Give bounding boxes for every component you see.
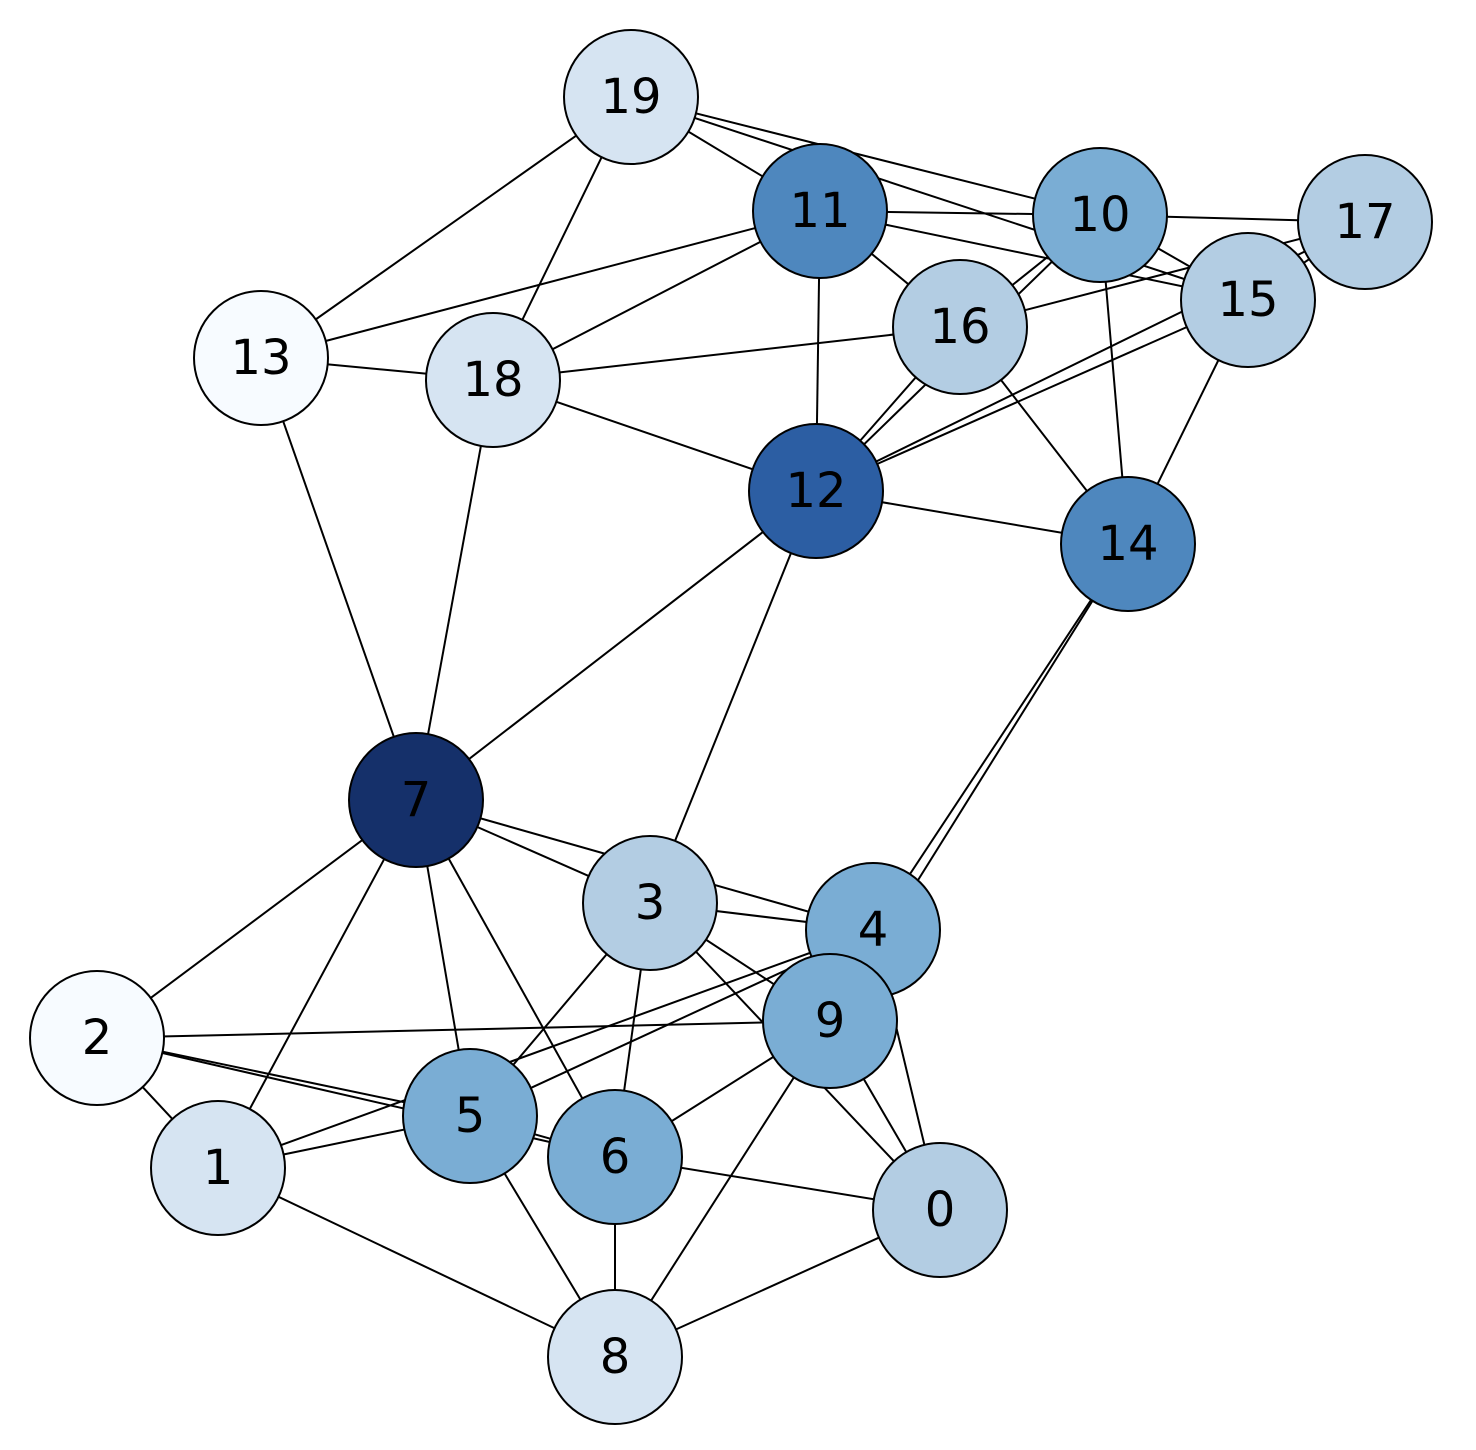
edge-12-7 [415, 490, 817, 801]
edge-11-15 [819, 210, 1249, 301]
node-circle-2 [29, 970, 165, 1106]
node-circle-8 [547, 1289, 683, 1425]
node-0: 0 [872, 1142, 1008, 1278]
node-circle-10 [1032, 147, 1168, 283]
node-9: 9 [762, 953, 898, 1089]
node-17: 17 [1297, 154, 1433, 290]
node-label-16: 16 [929, 299, 990, 355]
edge-17-16 [959, 221, 1366, 328]
edge-13-11 [260, 210, 821, 359]
edge-1-8 [217, 1167, 616, 1358]
edge-19-13 [260, 96, 632, 359]
node-7: 7 [348, 732, 484, 868]
node-circle-17 [1297, 154, 1433, 290]
edge-9-2 [96, 1020, 831, 1039]
node-label-0: 0 [925, 1182, 956, 1238]
node-label-17: 17 [1334, 194, 1395, 250]
edge-13-7 [260, 357, 417, 801]
node-circle-9 [762, 953, 898, 1089]
node-label-11: 11 [789, 183, 850, 239]
node-label-5: 5 [455, 1088, 486, 1144]
edge-19-15 [630, 96, 1249, 301]
node-circle-11 [752, 143, 888, 279]
node-label-2: 2 [82, 1010, 113, 1066]
node-label-19: 19 [600, 69, 661, 125]
node-label-7: 7 [401, 772, 432, 828]
edges-layer [96, 96, 1366, 1358]
edge-19-10 [630, 96, 1101, 216]
node-circle-19 [563, 29, 699, 165]
edge-4-1 [217, 929, 874, 1169]
node-label-9: 9 [815, 993, 846, 1049]
node-circle-14 [1060, 476, 1196, 612]
node-10: 10 [1032, 147, 1168, 283]
node-circle-12 [748, 423, 884, 559]
node-label-4: 4 [858, 902, 889, 958]
node-circle-18 [425, 312, 561, 448]
node-label-8: 8 [600, 1329, 631, 1385]
node-14: 14 [1060, 476, 1196, 612]
node-19: 19 [563, 29, 699, 165]
node-label-3: 3 [635, 875, 666, 931]
node-6: 6 [547, 1089, 683, 1225]
node-circle-3 [582, 835, 718, 971]
node-label-14: 14 [1097, 516, 1158, 572]
node-15: 15 [1180, 232, 1316, 368]
edge-12-3 [649, 490, 817, 904]
node-16: 16 [892, 259, 1028, 395]
node-5: 5 [402, 1048, 538, 1184]
edge-15-12 [815, 299, 1249, 492]
node-label-13: 13 [230, 330, 291, 386]
edge-7-1 [217, 799, 417, 1169]
node-circle-15 [1180, 232, 1316, 368]
node-label-12: 12 [785, 463, 846, 519]
node-circle-5 [402, 1048, 538, 1184]
node-circle-7 [348, 732, 484, 868]
edge-14-4 [872, 543, 1129, 931]
node-12: 12 [748, 423, 884, 559]
node-11: 11 [752, 143, 888, 279]
node-2: 2 [29, 970, 165, 1106]
node-13: 13 [193, 290, 329, 426]
node-label-18: 18 [462, 352, 523, 408]
node-label-1: 1 [203, 1140, 234, 1196]
node-circle-1 [150, 1100, 286, 1236]
node-8: 8 [547, 1289, 683, 1425]
node-circle-0 [872, 1142, 1008, 1278]
node-1: 1 [150, 1100, 286, 1236]
edge-18-7 [415, 379, 494, 801]
node-circle-16 [892, 259, 1028, 395]
edge-7-6 [415, 799, 616, 1158]
node-18: 18 [425, 312, 561, 448]
node-circle-13 [193, 290, 329, 426]
edge-18-16 [492, 326, 961, 381]
node-label-10: 10 [1069, 187, 1130, 243]
node-label-6: 6 [600, 1129, 631, 1185]
node-label-15: 15 [1217, 272, 1278, 328]
node-circle-6 [547, 1089, 683, 1225]
node-3: 3 [582, 835, 718, 971]
